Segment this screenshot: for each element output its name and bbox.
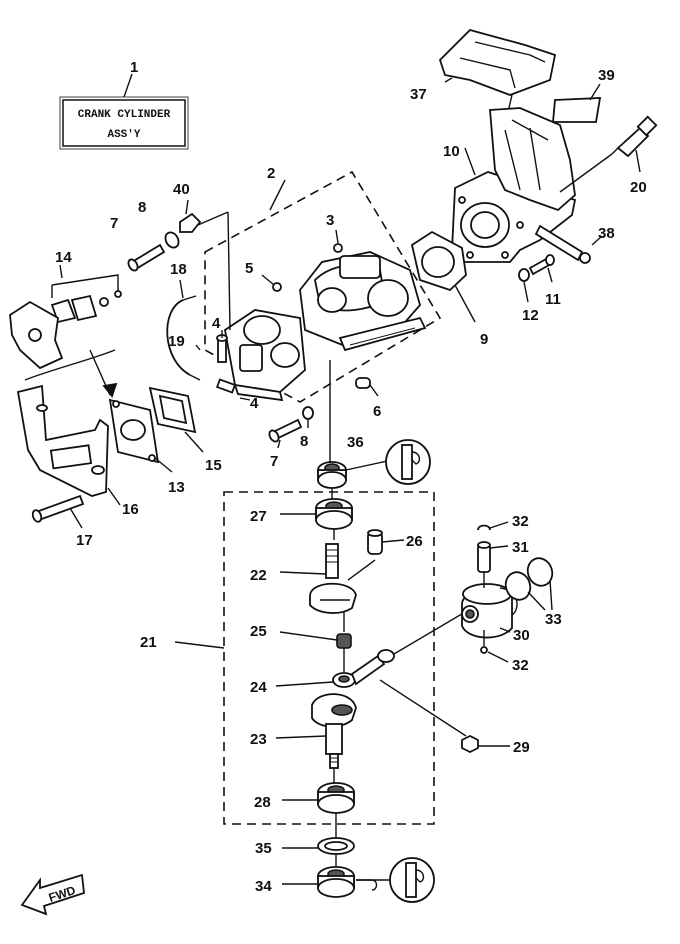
callout-3: 3 bbox=[326, 212, 334, 229]
callout-1: 1 bbox=[130, 59, 138, 76]
callout-15: 15 bbox=[205, 457, 222, 474]
title-line-1: CRANK CYLINDER bbox=[78, 109, 171, 121]
bolt-11 bbox=[528, 254, 555, 276]
callout-31: 31 bbox=[512, 539, 529, 556]
hose-18 bbox=[166, 299, 191, 376]
crankcase-right-half bbox=[299, 251, 427, 352]
oil-seal-35 bbox=[317, 837, 355, 855]
dowel-pin-6 bbox=[355, 377, 371, 389]
washer-8-lower bbox=[302, 406, 314, 420]
callout-16: 16 bbox=[122, 501, 139, 518]
callout-38: 38 bbox=[598, 225, 615, 242]
crankshaft-upper-22 bbox=[309, 543, 357, 614]
callout-7-upper: 7 bbox=[110, 215, 118, 232]
callout-37: 37 bbox=[410, 86, 427, 103]
callout-5: 5 bbox=[245, 260, 253, 277]
callout-2: 2 bbox=[267, 165, 275, 182]
callout-26: 26 bbox=[406, 533, 423, 550]
bearing-27 bbox=[315, 498, 353, 530]
callout-8-upper: 8 bbox=[138, 199, 146, 216]
callout-17: 17 bbox=[76, 532, 93, 549]
assembly-title-box: CRANK CYLINDER ASS'Y bbox=[59, 73, 189, 150]
bolt-4-upper bbox=[216, 334, 228, 363]
callout-36: 36 bbox=[347, 434, 364, 451]
head-gasket-9 bbox=[410, 230, 467, 292]
dowel-pin-3 bbox=[333, 243, 343, 253]
bearing-34 bbox=[317, 866, 355, 898]
cover-37 bbox=[438, 28, 557, 96]
forward-direction-arrow: FWD bbox=[20, 873, 85, 916]
callout-11: 11 bbox=[545, 291, 561, 308]
bolt-17 bbox=[31, 494, 85, 523]
reed-petals-14 bbox=[50, 290, 122, 324]
callout-6: 6 bbox=[373, 403, 381, 420]
washer-8-upper bbox=[164, 231, 180, 249]
callout-12: 12 bbox=[522, 307, 539, 324]
callout-32-lower: 32 bbox=[512, 657, 529, 674]
bracket-16 bbox=[16, 384, 109, 497]
callout-24: 24 bbox=[250, 679, 267, 696]
callout-29: 29 bbox=[513, 739, 530, 756]
spark-plug-20 bbox=[611, 115, 658, 158]
crankcase-group-boundary bbox=[204, 170, 442, 403]
bolt-7-lower bbox=[268, 418, 303, 443]
cylinder-head-10 bbox=[451, 107, 577, 263]
piston-30 bbox=[461, 583, 518, 639]
callout-22: 22 bbox=[250, 567, 267, 584]
callout-10: 10 bbox=[443, 143, 460, 160]
callout-19: 19 bbox=[168, 333, 185, 350]
callout-4-upper: 4 bbox=[212, 315, 221, 332]
callout-25: 25 bbox=[250, 623, 267, 640]
connecting-rod-24 bbox=[332, 649, 395, 688]
callout-9: 9 bbox=[480, 331, 488, 348]
crankcase-left-half bbox=[224, 309, 306, 402]
callout-8-lower: 8 bbox=[300, 433, 308, 450]
callout-18: 18 bbox=[170, 261, 187, 278]
callout-4-lower: 4 bbox=[250, 395, 259, 412]
title-line-2: ASS'Y bbox=[107, 129, 140, 141]
gasket-39 bbox=[552, 97, 602, 123]
reed-valve-13 bbox=[108, 398, 160, 464]
callout-23: 23 bbox=[250, 731, 267, 748]
washer-12 bbox=[518, 268, 530, 282]
bracket-40 bbox=[179, 212, 202, 233]
callout-33: 33 bbox=[545, 611, 562, 628]
callout-13: 13 bbox=[168, 479, 185, 496]
callout-27: 27 bbox=[250, 508, 267, 525]
needle-bearing-25 bbox=[336, 633, 352, 649]
callout-30: 30 bbox=[513, 627, 530, 644]
callout-35: 35 bbox=[255, 840, 272, 857]
crankpin-26 bbox=[367, 529, 383, 555]
nut-29 bbox=[461, 734, 479, 754]
callout-40: 40 bbox=[173, 181, 190, 198]
bearing-28 bbox=[317, 782, 355, 814]
callout-20: 20 bbox=[630, 179, 647, 196]
circlip-32-lower bbox=[480, 646, 488, 654]
callout-39: 39 bbox=[598, 67, 615, 84]
dowel-pin-5 bbox=[272, 282, 282, 292]
callout-21: 21 bbox=[140, 634, 157, 651]
crankshaft-group-boundary bbox=[223, 491, 435, 825]
callout-7-lower: 7 bbox=[270, 453, 278, 470]
bolt-38 bbox=[534, 224, 591, 264]
bolt-4-lower bbox=[215, 378, 237, 394]
piston-pin-31 bbox=[477, 541, 491, 573]
callout-14: 14 bbox=[55, 249, 72, 266]
gasket-15 bbox=[148, 386, 197, 434]
callout-28: 28 bbox=[254, 794, 271, 811]
bearing-36 bbox=[317, 461, 347, 489]
circlip-32-upper bbox=[477, 524, 491, 531]
piston-rings-33 bbox=[504, 557, 554, 601]
bolt-7-upper bbox=[127, 243, 166, 272]
callout-34: 34 bbox=[255, 878, 272, 895]
callout-32-upper: 32 bbox=[512, 513, 529, 530]
crankshaft-lower-23 bbox=[311, 693, 357, 769]
